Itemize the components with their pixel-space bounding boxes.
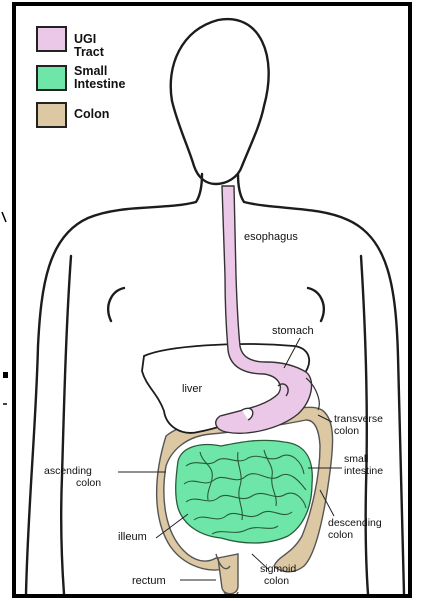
label-descending-colon-line2: colon	[328, 529, 353, 541]
legend-label-ugi-tract: UGI Tract	[74, 33, 104, 59]
label-small-intestine: small intestine	[344, 453, 383, 477]
label-small-intestine-line2: intestine	[344, 465, 383, 477]
label-small-intestine-line1: small	[344, 453, 369, 465]
legend-label-ugi-tract-line1: UGI Tract	[74, 32, 104, 59]
stray-marks	[0, 0, 12, 601]
legend-item-colon: Colon	[36, 102, 109, 128]
label-descending-colon: descending colon	[328, 517, 385, 541]
label-transverse-colon: transverse colon	[334, 413, 386, 437]
legend-label-small-intestine: Small Intestine	[74, 65, 125, 91]
legend-swatch-colon	[36, 102, 67, 128]
label-stomach: stomach	[272, 325, 314, 337]
small-intestine-shape	[176, 440, 313, 543]
legend-label-colon: Colon	[74, 108, 109, 121]
label-descending-colon-line1: descending	[328, 517, 382, 529]
legend-label-small-intestine-line2: Intestine	[74, 78, 125, 91]
digestive-system-diagram: esophagus stomach liver transverse colon…	[16, 6, 408, 594]
legend-item-ugi-tract: UGI Tract	[36, 26, 104, 59]
legend-item-small-intestine: Small Intestine	[36, 65, 125, 91]
label-sigmoid-colon: sigmoid colon	[260, 563, 299, 587]
label-esophagus: esophagus	[244, 231, 298, 243]
label-ascending-colon: ascending colon	[44, 465, 101, 489]
label-ascending-colon-line2: colon	[76, 477, 101, 489]
legend-swatch-small-intestine	[36, 65, 67, 91]
label-transverse-colon-line1: transverse	[334, 413, 383, 425]
label-ascending-colon-line1: ascending	[44, 465, 92, 477]
label-transverse-colon-line2: colon	[334, 425, 359, 437]
label-rectum: rectum	[132, 575, 166, 587]
diagram-frame: esophagus stomach liver transverse colon…	[12, 2, 412, 598]
legend-label-colon-line1: Colon	[74, 107, 109, 121]
label-liver: liver	[182, 383, 203, 395]
label-illeum: illeum	[118, 531, 147, 543]
legend-swatch-ugi-tract	[36, 26, 67, 52]
label-sigmoid-colon-line1: sigmoid	[260, 563, 296, 575]
label-sigmoid-colon-line2: colon	[264, 575, 289, 587]
